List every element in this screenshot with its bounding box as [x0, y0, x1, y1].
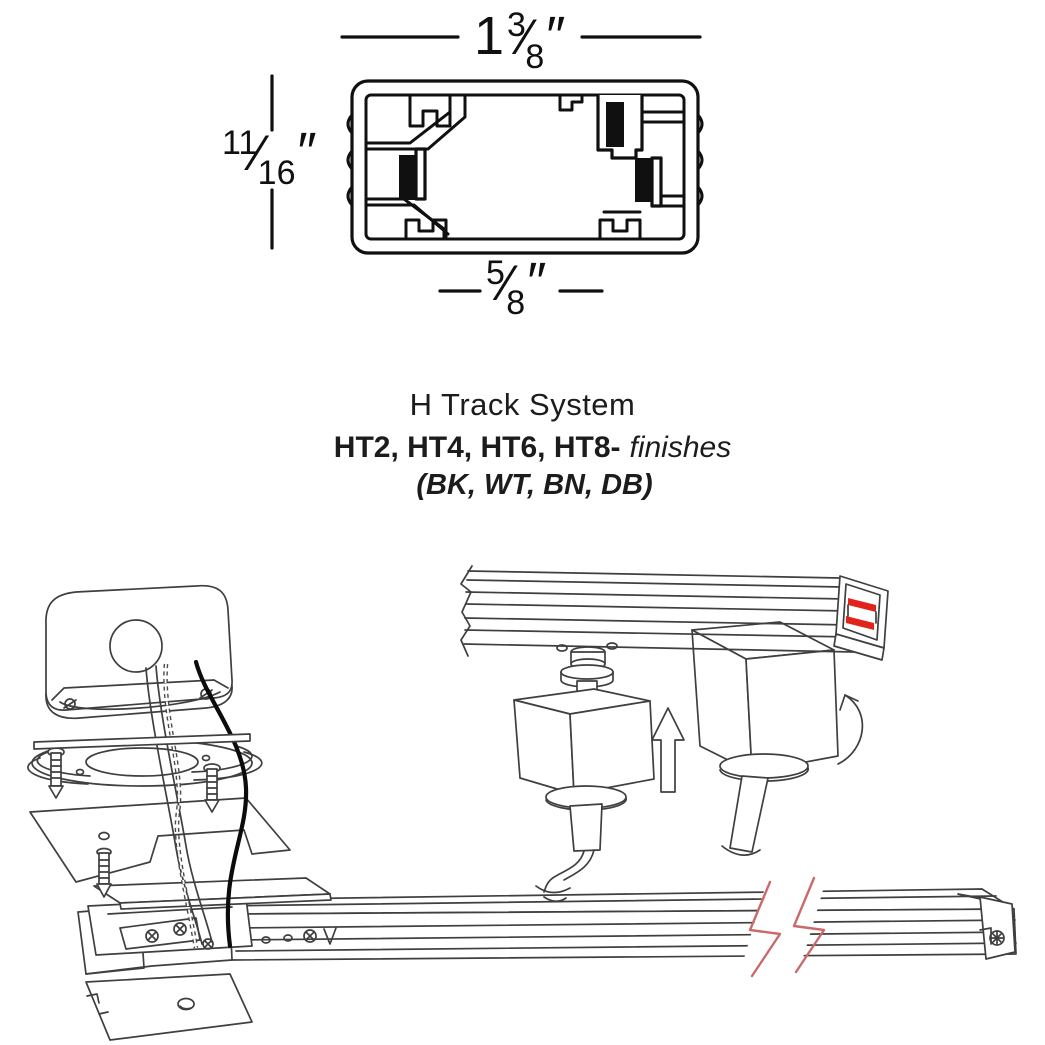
- rail-front-face: [229, 908, 1017, 961]
- conductor-bar: [635, 158, 651, 202]
- track-cross-section: 13⁄8″ 11⁄16″ 5⁄8″: [222, 6, 704, 322]
- canopy-plate: [29, 797, 291, 898]
- mounting-crossbar: [27, 739, 263, 813]
- canopy-screw: [96, 847, 112, 898]
- knockout-hole: [109, 619, 163, 673]
- canopy-hole: [98, 831, 110, 841]
- junction-box: [45, 584, 233, 720]
- conductor-contact: [846, 616, 874, 630]
- dimension-lines: [270, 35, 702, 293]
- track-adapter-diagram: [460, 565, 889, 903]
- conductor-bar: [606, 102, 624, 147]
- break-line: [748, 880, 782, 978]
- dimension-slot-label: 5⁄8″: [486, 252, 546, 322]
- crossbar-screw: [47, 747, 65, 799]
- terminal-bracket: [119, 917, 201, 950]
- end-cap-screw: [989, 930, 1005, 946]
- rotate-arrow: [837, 694, 864, 765]
- crossbar-screw: [203, 763, 221, 813]
- end-cover-plate: [85, 973, 253, 1041]
- inner-wall: [364, 93, 686, 241]
- rail-grooves: [233, 919, 1017, 952]
- box-screw: [64, 698, 76, 710]
- product-title: H Track System: [409, 387, 636, 422]
- adapter-flange: [719, 753, 809, 779]
- live-end-compartment: [77, 877, 332, 975]
- left-edge-notches: [346, 113, 354, 207]
- finishes-word: finishes: [629, 431, 732, 464]
- track-adapter-engaged: [691, 621, 839, 856]
- rail-mounting-holes: [261, 927, 337, 945]
- conductor-bar: [399, 155, 415, 200]
- conductor-contact: [848, 598, 876, 612]
- rail-cut-edge: [460, 565, 473, 657]
- overhead-rail: [460, 565, 889, 661]
- track-adapter-free: [513, 642, 655, 903]
- adapter-stem: [729, 775, 769, 853]
- black-cable: [193, 659, 249, 949]
- conduit-wire: [145, 667, 203, 945]
- crossbar-strap: [33, 733, 251, 750]
- model-numbers: HT2, HT4, HT6, HT8-: [333, 431, 621, 464]
- track-rail: [77, 876, 1017, 1041]
- right-conductor-channel: [558, 93, 686, 241]
- dimension-width-label: 13⁄8″: [474, 6, 565, 76]
- finish-codes: (BK, WT, BN, DB): [416, 469, 653, 501]
- wires: [145, 659, 249, 949]
- insert-up-arrow: [651, 707, 685, 793]
- break-line: [792, 876, 826, 974]
- end-cap: [957, 893, 1016, 960]
- dimension-height-label: 11⁄16″: [222, 122, 317, 192]
- ceiling-mount-assembly: [27, 584, 291, 949]
- right-edge-notches: [696, 113, 704, 207]
- left-conductor-channel: [364, 93, 467, 241]
- product-models-line: HT2, HT4, HT6, HT8-finishes: [334, 431, 731, 465]
- adapter-stem: [569, 803, 603, 852]
